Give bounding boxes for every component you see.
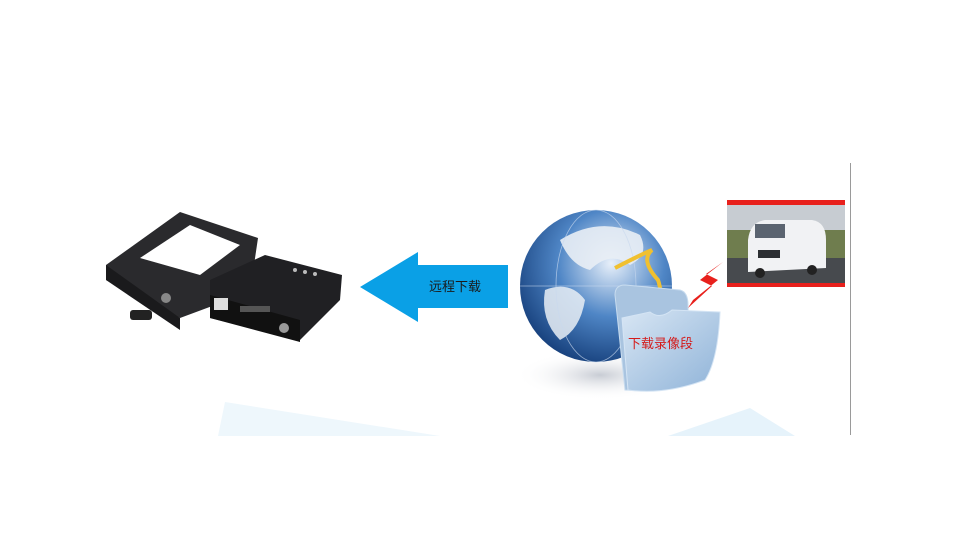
decor-shape-right [668,408,795,436]
vertical-divider [850,163,851,435]
download-clip-label: 下载录像段 [628,337,694,352]
vehicle-photo [727,200,845,287]
folder-icon [614,284,721,392]
mobile-dvr-device-image [106,212,342,342]
left-arrow-icon [360,252,508,322]
remote-download-label: 远程下载 [428,280,481,295]
decor-shape-left [218,402,440,436]
signal-bolt-icon [688,262,723,308]
